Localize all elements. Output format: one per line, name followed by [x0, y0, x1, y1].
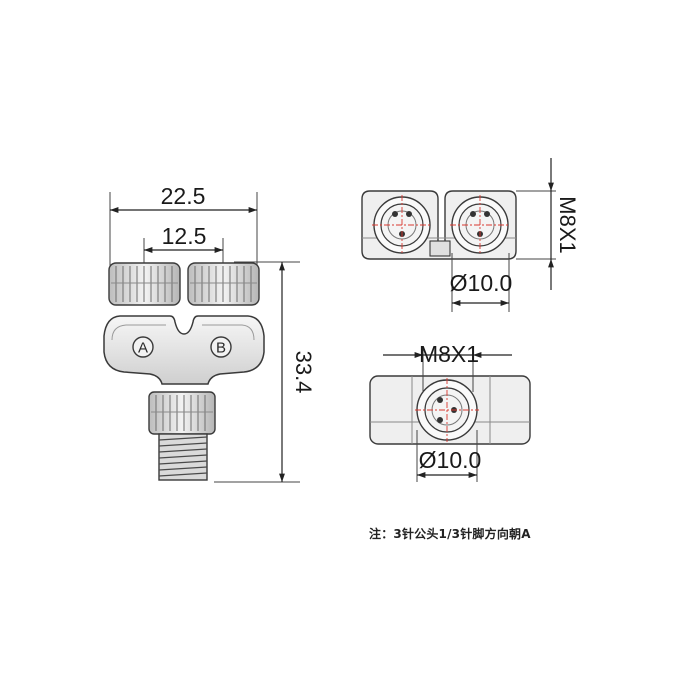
left-coupling-nut: [108, 262, 181, 306]
front-view: 22.5 12.5 33.4: [103, 183, 316, 483]
y-body: [103, 315, 265, 385]
top-view: M8X1 Ø10.0: [361, 158, 580, 312]
port-a-label: A: [138, 340, 148, 357]
port-b-label: B: [216, 340, 226, 357]
dimension-diameter-bottom-view: Ø10.0: [419, 447, 482, 473]
dimension-thread-top-view: M8X1: [555, 196, 580, 253]
threaded-stem: [158, 433, 208, 481]
dimension-diameter-top-view: Ø10.0: [450, 270, 513, 296]
dimension-overall-height: 33.4: [291, 351, 316, 394]
dimension-overall-width: 22.5: [161, 183, 206, 209]
port-a-badge: [132, 336, 154, 358]
dimension-thread-bottom-view: M8X1: [419, 341, 479, 367]
port-b-badge: [210, 336, 232, 358]
bottom-coupling-nut: [148, 391, 216, 435]
right-coupling-nut: [187, 262, 260, 306]
pin-orientation-note: 注：3针公头1/3针脚方向朝A: [369, 527, 531, 541]
dimension-port-pitch: 12.5: [162, 223, 207, 249]
bottom-view: M8X1 Ø10.0: [369, 341, 531, 482]
